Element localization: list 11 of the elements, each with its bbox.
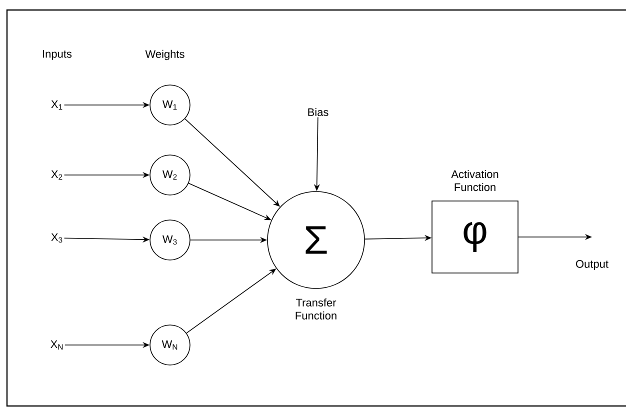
box-heading: Activation Function: [451, 170, 498, 192]
text-label: Output: [576, 260, 608, 270]
text-label: Inputs: [43, 50, 72, 60]
input-label: X$_{1}$: [51, 100, 62, 110]
input-label: Bias: [308, 108, 328, 116]
text-label: Weights: [145, 50, 184, 60]
input-label: X$_{N}$: [50, 340, 63, 350]
node-caption: Transfer Function: [296, 298, 336, 320]
input-label: X$_{3}$: [51, 233, 62, 243]
activation-box: φ: [432, 200, 518, 274]
input-label: X$_{2}$: [51, 170, 62, 180]
